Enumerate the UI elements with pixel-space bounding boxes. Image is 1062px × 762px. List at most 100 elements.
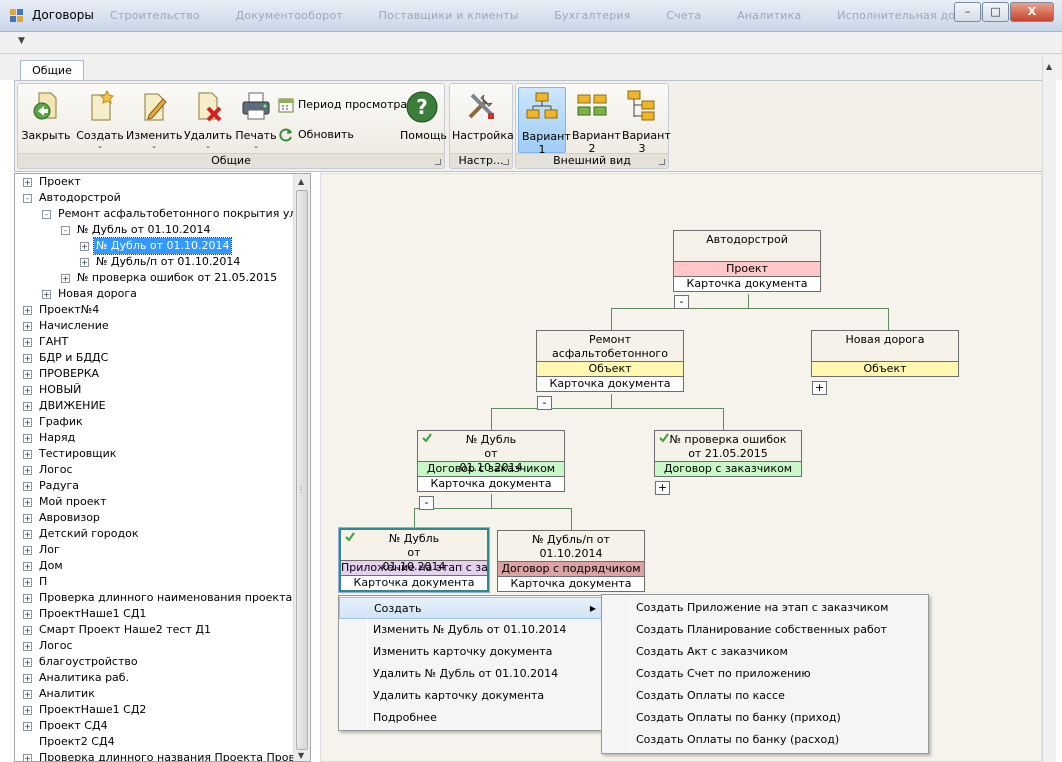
expand-toggle[interactable]: +	[812, 381, 827, 395]
expand-icon[interactable]: +	[23, 562, 32, 571]
menu-item-edit-card[interactable]: Изменить карточку документа	[373, 645, 553, 658]
collapse-toggle[interactable]: -	[419, 496, 434, 510]
submenu-item[interactable]: Создать Оплаты по банку (расход)	[636, 733, 840, 746]
expand-icon[interactable]: +	[23, 658, 32, 667]
print-button[interactable]: Печать ⌄	[234, 87, 278, 153]
node-new-road[interactable]: Новая дорога Объект	[811, 330, 959, 377]
scroll-up-icon[interactable]: ▲	[1046, 62, 1053, 71]
node-check[interactable]: № проверка ошибок от 21.05.2015 Договор …	[654, 430, 802, 477]
help-button[interactable]: ? Помощь	[400, 87, 447, 153]
expand-icon[interactable]: +	[23, 450, 32, 459]
submenu-item[interactable]: Создать Счет по приложению	[636, 667, 811, 680]
expand-icon[interactable]: +	[23, 578, 32, 587]
menu-item-delete-doc[interactable]: Удалить № Дубль от 01.10.2014	[373, 667, 559, 680]
background-tab[interactable]: Аналитика	[737, 9, 802, 22]
node-dubl[interactable]: № Дубль от 01.10.2014 Договор с заказчик…	[417, 430, 565, 492]
node-card-link[interactable]: Карточка документа	[341, 575, 487, 590]
expand-icon[interactable]: +	[23, 594, 32, 603]
expand-icon[interactable]: +	[23, 482, 32, 491]
background-tab[interactable]: Счета	[666, 9, 702, 22]
scroll-up-icon[interactable]: ▲	[298, 177, 305, 186]
expand-icon[interactable]: +	[23, 354, 32, 363]
expand-toggle[interactable]: +	[655, 481, 670, 495]
expand-icon[interactable]: +	[23, 690, 32, 699]
node-root[interactable]: Автодорстрой Проект Карточка документа	[673, 230, 821, 292]
expand-icon[interactable]: +	[23, 466, 32, 475]
group-launcher-icon[interactable]	[435, 159, 441, 165]
background-tab[interactable]: Документооборот	[235, 9, 343, 22]
expand-icon[interactable]: +	[23, 402, 32, 411]
expand-icon[interactable]: +	[23, 418, 32, 427]
close-window-button[interactable]: X	[1010, 2, 1054, 22]
expand-icon[interactable]: +	[23, 642, 32, 651]
submenu-item[interactable]: Создать Приложение на этап с заказчиком	[636, 601, 889, 614]
settings-button[interactable]: Настройка	[452, 87, 514, 153]
background-tab[interactable]: Бухгалтерия	[554, 9, 631, 22]
expand-icon[interactable]: +	[42, 290, 51, 299]
collapse-icon[interactable]: -	[42, 210, 51, 219]
splitter-grip-icon[interactable]: ⋮	[297, 485, 305, 494]
submenu-item[interactable]: Создать Акт с заказчиком	[636, 645, 788, 658]
refresh-button[interactable]: Обновить	[278, 124, 354, 146]
expand-icon[interactable]: +	[23, 754, 32, 762]
expand-icon[interactable]: +	[23, 498, 32, 507]
expand-icon[interactable]: +	[23, 370, 32, 379]
node-card-link[interactable]: Карточка документа	[537, 376, 683, 391]
submenu-item[interactable]: Создать Оплаты по кассе	[636, 689, 785, 702]
expand-icon[interactable]: +	[23, 626, 32, 635]
group-launcher-icon[interactable]	[503, 159, 509, 165]
background-tab[interactable]: Строительство	[110, 9, 200, 22]
menu-item-create[interactable]: Создать ▶	[339, 597, 603, 619]
create-button[interactable]: Создать ⌄	[74, 87, 126, 153]
expand-icon[interactable]: +	[23, 530, 32, 539]
minimize-button[interactable]: –	[954, 2, 981, 22]
expand-icon[interactable]: +	[23, 322, 32, 331]
close-button[interactable]: Закрыть	[20, 87, 72, 153]
node-dubl-p[interactable]: № Дубль/п от 01.10.2014 Договор с подряд…	[497, 530, 645, 592]
expand-icon[interactable]: +	[23, 386, 32, 395]
scroll-down-icon[interactable]: ▼	[298, 751, 305, 760]
expand-icon[interactable]: +	[80, 242, 89, 251]
expand-icon[interactable]: +	[80, 258, 89, 267]
tab-general[interactable]: Общие	[20, 60, 84, 81]
expand-icon[interactable]: +	[23, 706, 32, 715]
collapse-toggle[interactable]: -	[674, 295, 689, 309]
tree-scrollbar[interactable]: ▲ ▼	[293, 174, 310, 761]
variant3-button[interactable]: Вариант 3	[618, 87, 671, 155]
customize-toolbar-icon[interactable]: ▼	[18, 36, 25, 46]
expand-icon[interactable]: +	[61, 274, 70, 283]
variant2-button[interactable]: Вариант 2	[568, 87, 621, 155]
submenu-item[interactable]: Создать Планирование собственных работ	[636, 623, 887, 636]
edit-button[interactable]: Изменить ⌄	[126, 87, 182, 153]
delete-button[interactable]: Удалить ⌄	[182, 87, 234, 153]
group-settings: Настройка Настр...	[449, 83, 514, 169]
group-launcher-icon[interactable]	[659, 159, 665, 165]
collapse-toggle[interactable]: -	[537, 396, 552, 410]
window-scrollbar[interactable]: ▲	[1042, 56, 1056, 762]
node-card-link[interactable]: Карточка документа	[674, 276, 820, 291]
menu-item-edit-doc[interactable]: Изменить № Дубль от 01.10.2014	[373, 623, 567, 636]
collapse-icon[interactable]: -	[61, 226, 70, 235]
node-card-link[interactable]: Карточка документа	[498, 576, 644, 591]
expand-icon[interactable]: +	[23, 514, 32, 523]
expand-icon[interactable]: +	[23, 306, 32, 315]
expand-icon[interactable]: +	[23, 610, 32, 619]
node-dubl-child[interactable]: № Дубль от 01.10.2014 Приложение на этап…	[339, 528, 489, 592]
expand-icon[interactable]: +	[23, 178, 32, 187]
collapse-icon[interactable]: -	[23, 194, 32, 203]
expand-icon[interactable]: +	[23, 434, 32, 443]
expand-icon[interactable]: +	[23, 546, 32, 555]
expand-icon[interactable]: +	[23, 722, 32, 731]
node-card-link[interactable]: Карточка документа	[418, 476, 564, 491]
view-period-button[interactable]: Период просмотра	[278, 94, 407, 116]
menu-item-delete-card[interactable]: Удалить карточку документа	[373, 689, 545, 702]
submenu-item[interactable]: Создать Оплаты по банку (приход)	[636, 711, 841, 724]
menu-item-details[interactable]: Подробнее	[373, 711, 437, 724]
background-tab[interactable]: Поставщики и клиенты	[378, 9, 519, 22]
scroll-thumb[interactable]	[296, 190, 308, 750]
node-repair[interactable]: Ремонт асфальтобетонного Объект Карточка…	[536, 330, 684, 392]
expand-icon[interactable]: +	[23, 338, 32, 347]
maximize-button[interactable]: □	[982, 2, 1009, 22]
expand-icon[interactable]: +	[23, 674, 32, 683]
variant1-button[interactable]: Вариант 1	[518, 87, 571, 156]
